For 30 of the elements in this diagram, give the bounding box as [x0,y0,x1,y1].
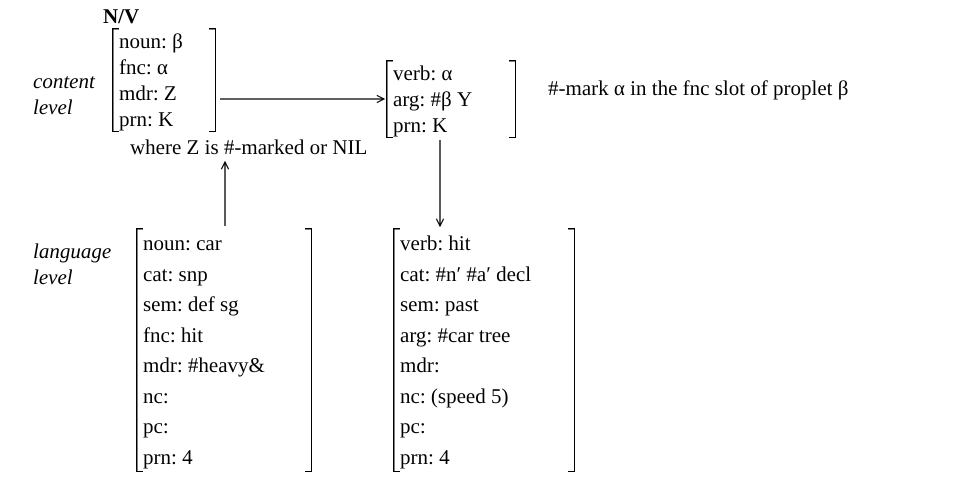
feature-line: prn: 4 [400,444,451,470]
feature-line: sem: past [400,291,480,318]
matrix-heading: N/V [103,4,140,28]
feature-line: arg: #car tree [400,322,512,348]
feature-line: nc: (speed 5) [400,382,510,410]
feature-line: mdr: Z [119,80,178,106]
feature-line: prn: K [393,112,448,138]
level-label: language level [33,238,112,290]
feature-line: nc: [143,382,170,410]
feature-line: noun: β [119,28,184,54]
feature-line: cat: snp [143,260,209,288]
level-label: content level [33,68,96,120]
feature-line: sem: def sg [143,291,240,318]
feature-line: fnc: hit [143,322,204,348]
feature-line: mdr: #heavy& [143,352,266,379]
feature-line: arg: #β Y [393,86,474,112]
feature-line: prn: K [119,106,174,132]
arrow [220,161,230,226]
feature-line: verb: α [393,60,454,86]
feature-line: pc: [143,413,170,440]
arrow [436,140,444,227]
feature-line: prn: 4 [143,444,194,470]
feature-line: verb: hit [400,230,472,257]
feature-line: cat: #n′ #a′ decl [400,260,532,288]
feature-line: noun: car [143,230,223,257]
feature-line: pc: [400,413,427,440]
arrow [220,94,385,104]
annotation-text: #-mark α in the fnc slot of proplet β [548,76,848,101]
feature-line: fnc: α [119,54,169,80]
feature-line: mdr: [400,352,441,379]
